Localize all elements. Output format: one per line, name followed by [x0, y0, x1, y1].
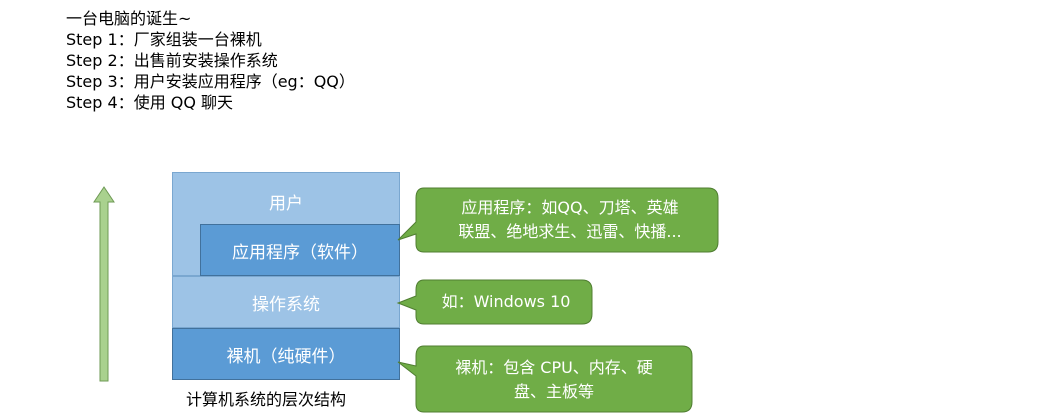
application-layer-label: 应用程序（软件） [232, 242, 368, 263]
os-callout-text: 如：Windows 10 [424, 290, 588, 314]
os-callout-line: 如：Windows 10 [441, 292, 571, 311]
hardware-layer: 裸机（纯硬件） [172, 328, 400, 380]
intro-title: 一台电脑的诞生~ [66, 9, 192, 28]
os-layer-label: 操作系统 [252, 294, 320, 315]
app-callout-line-2: 联盟、绝地求生、迅雷、快播... [458, 222, 682, 241]
hardware-callout-text: 裸机：包含 CPU、内存、硬 盘、主板等 [420, 356, 688, 404]
step-4: Step 4：使用 QQ 聊天 [66, 93, 234, 112]
step-3: Step 3：用户安装应用程序（eg：QQ） [66, 72, 355, 91]
intro-text: 一台电脑的诞生~ Step 1：厂家组装一台裸机 Step 2：出售前安装操作系… [66, 8, 355, 113]
app-callout-text: 应用程序：如QQ、刀塔、英雄 联盟、绝地求生、迅雷、快播... [424, 196, 716, 244]
hardware-callout-line-2: 盘、主板等 [513, 382, 594, 401]
step-2: Step 2：出售前安装操作系统 [66, 51, 278, 70]
hardware-callout-bubble [397, 345, 693, 413]
up-arrow-icon [93, 186, 115, 382]
hardware-layer-label: 裸机（纯硬件） [226, 346, 346, 367]
application-layer: 应用程序（软件） [200, 224, 400, 276]
os-callout-bubble [396, 279, 593, 325]
user-layer-label: 用户 [269, 194, 303, 214]
step-1: Step 1：厂家组装一台裸机 [66, 30, 262, 49]
os-layer: 操作系统 [172, 276, 400, 328]
app-callout-line-1: 应用程序：如QQ、刀塔、英雄 [461, 198, 679, 217]
diagram-caption: 计算机系统的层次结构 [186, 390, 347, 409]
hardware-callout-line-1: 裸机：包含 CPU、内存、硬 [455, 358, 653, 377]
app-callout-bubble [397, 187, 719, 253]
